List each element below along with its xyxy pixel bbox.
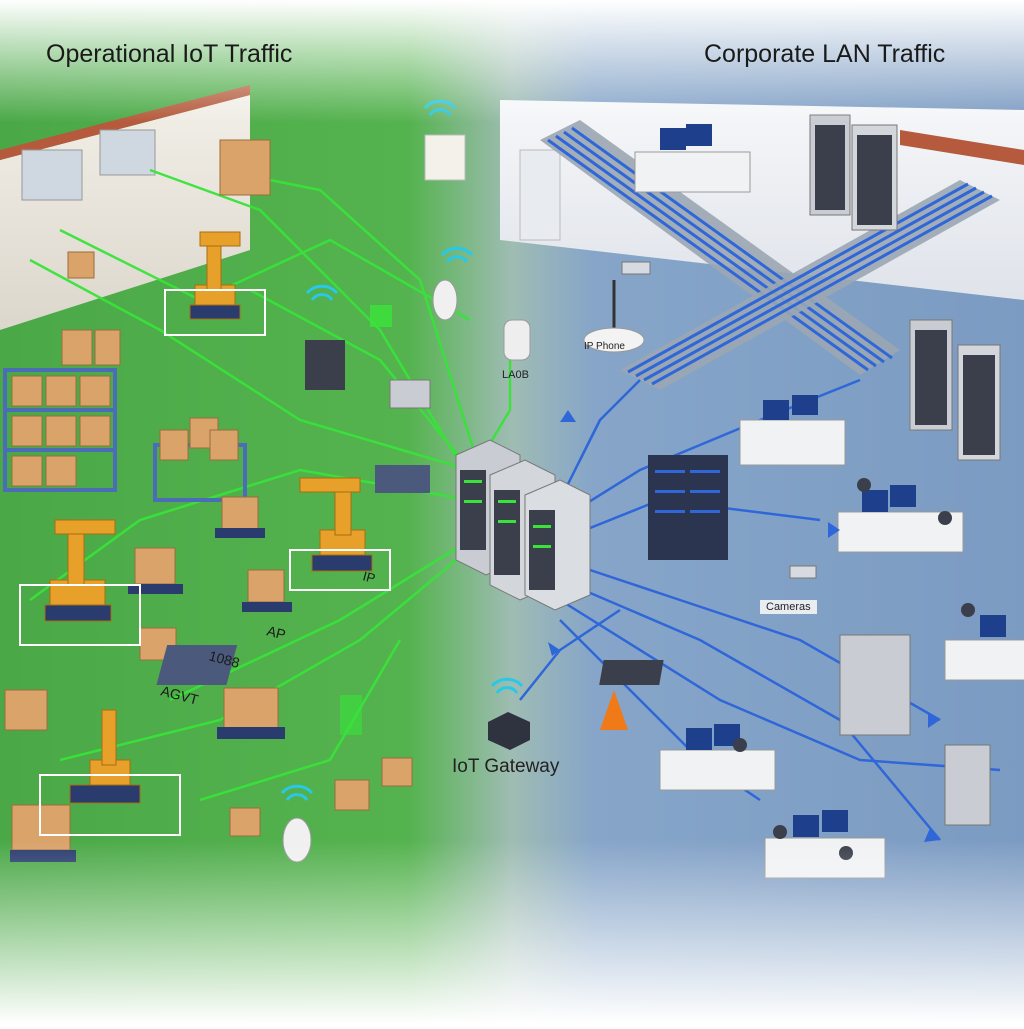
- floor-tag-1088: 1088: [207, 647, 241, 671]
- floor-tag-ap: AP: [265, 622, 287, 642]
- title-corporate-lan: Corporate LAN Traffic: [704, 40, 946, 68]
- floor-tag-ip: IP: [361, 568, 377, 586]
- title-operational-iot: Operational IoT Traffic: [46, 40, 293, 68]
- label-iot-gateway: IoT Gateway: [452, 756, 560, 777]
- label-cameras: Cameras: [760, 600, 817, 614]
- label-ap-tag: LA0B: [502, 369, 529, 381]
- label-ip-phone: IP Phone: [584, 341, 625, 352]
